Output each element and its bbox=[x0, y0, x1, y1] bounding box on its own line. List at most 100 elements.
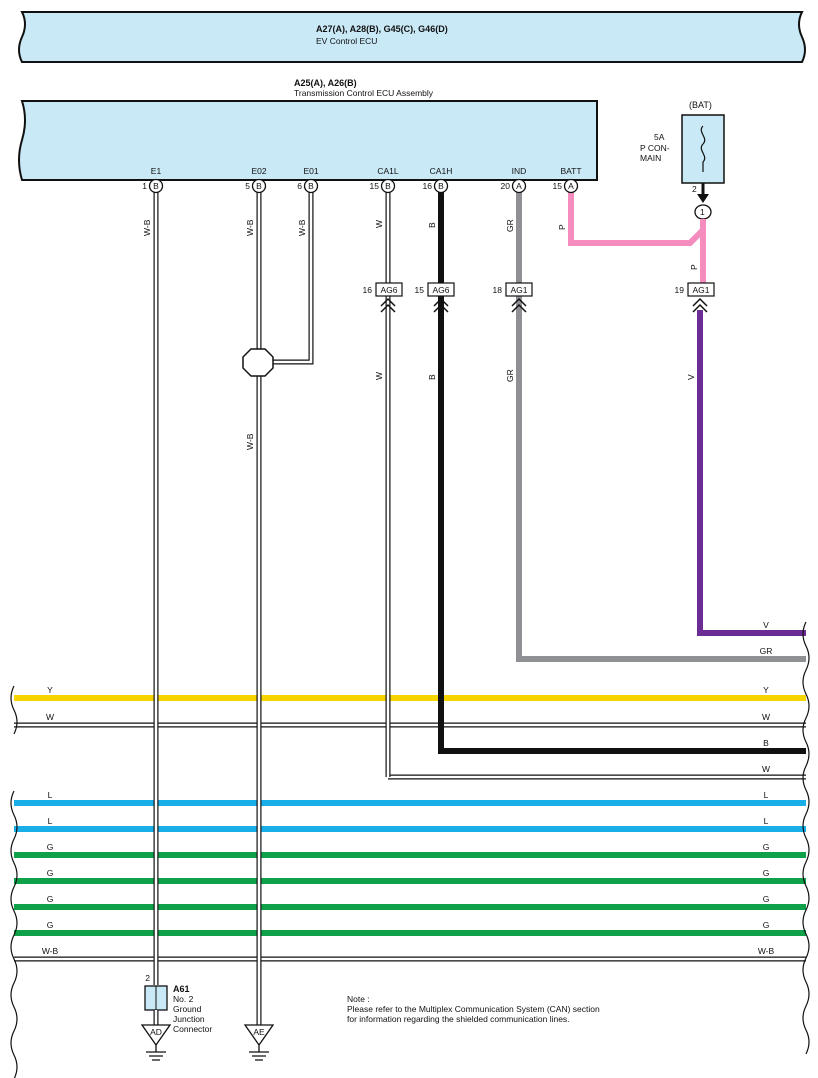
ground-ae-label: AE bbox=[253, 1027, 265, 1037]
terminal-conn-ca1l: B bbox=[385, 181, 391, 191]
terminal-name-e01: E01 bbox=[303, 166, 318, 176]
wire-label-fuse-out: P bbox=[689, 264, 699, 270]
bus-wires bbox=[14, 630, 806, 962]
inline-conn-ca1l-num: 16 bbox=[363, 285, 373, 295]
bus-label-l1: L bbox=[764, 790, 769, 800]
ev-ecu-codes: A27(A), A28(B), G45(C), G46(D) bbox=[316, 24, 448, 34]
connector-chevron-icon bbox=[380, 297, 396, 313]
wire-label-ca1h-lower: B bbox=[427, 374, 437, 380]
fuse-name-line1: P CON- bbox=[640, 143, 670, 153]
connector-chevron-icon bbox=[511, 297, 527, 313]
junction-line2: Ground bbox=[173, 1004, 202, 1014]
tcm-terminals: E1 E02 E01 CA1L CA1H IND BATT B B B B B … bbox=[142, 166, 582, 194]
ev-ecu-name: EV Control ECU bbox=[316, 36, 377, 46]
bus-label-wb: W-B bbox=[758, 946, 775, 956]
bus-label-g3: G bbox=[763, 894, 770, 904]
bus-left-label-w: W bbox=[46, 712, 54, 722]
terminal-name-e1: E1 bbox=[151, 166, 162, 176]
wire-label-e1: W-B bbox=[142, 219, 152, 236]
bus-left-label-l2: L bbox=[48, 816, 53, 826]
wire-label-ca1l-lower: W bbox=[374, 372, 384, 380]
vertical-wires bbox=[153, 192, 706, 1025]
inline-conn-ca1l-code: AG6 bbox=[380, 285, 397, 295]
bus-left-label-g2: G bbox=[47, 868, 54, 878]
inline-conn-ind-num: 18 bbox=[493, 285, 503, 295]
bus-label-g2: G bbox=[763, 868, 770, 878]
terminal-num-batt: 15 bbox=[553, 181, 563, 191]
bus-left-labels: Y W L L G G G G W-B bbox=[42, 685, 59, 956]
bus-left-label-g1: G bbox=[47, 842, 54, 852]
bus-label-b: B bbox=[763, 738, 769, 748]
terminal-num-ca1l: 15 bbox=[370, 181, 380, 191]
wire-label-batt: P bbox=[557, 224, 567, 230]
terminal-name-batt: BATT bbox=[560, 166, 581, 176]
tcm-codes: A25(A), A26(B) bbox=[294, 78, 357, 88]
wire-label-v: V bbox=[686, 374, 696, 380]
bus-right-labels: V GR Y W B W L L G G G G W-B bbox=[758, 620, 775, 956]
terminal-num-e01: 6 bbox=[297, 181, 302, 191]
terminal-name-ind: IND bbox=[512, 166, 527, 176]
terminal-num-ind: 20 bbox=[501, 181, 511, 191]
bus-label-w2: W bbox=[762, 764, 770, 774]
fuse-pin-out: 2 bbox=[692, 184, 697, 194]
junction-code: A61 bbox=[173, 984, 190, 994]
terminal-name-e02: E02 bbox=[251, 166, 266, 176]
bus-left-label-y: Y bbox=[47, 685, 53, 695]
terminal-name-ca1h: CA1H bbox=[430, 166, 453, 176]
wire-label-e02-lower: W-B bbox=[245, 433, 255, 450]
bus-left-label-wb: W-B bbox=[42, 946, 59, 956]
bus-label-v: V bbox=[763, 620, 769, 630]
terminal-conn-batt: A bbox=[568, 181, 574, 191]
bus-label-y: Y bbox=[763, 685, 769, 695]
ev-control-ecu: A27(A), A28(B), G45(C), G46(D) EV Contro… bbox=[18, 11, 806, 63]
ground-icon bbox=[249, 1045, 269, 1061]
wire-label-ca1h: B bbox=[427, 222, 437, 228]
wire-label-ind: GR bbox=[505, 219, 515, 232]
junction-pin: 2 bbox=[145, 973, 150, 983]
note-line1: Please refer to the Multiplex Communicat… bbox=[347, 1004, 600, 1014]
fuse-symbol-icon bbox=[700, 125, 706, 172]
bus-left-label-g4: G bbox=[47, 920, 54, 930]
bus-left-label-l1: L bbox=[48, 790, 53, 800]
bus-label-g4: G bbox=[763, 920, 770, 930]
terminal-conn-ca1h: B bbox=[438, 181, 444, 191]
inline-conn-ca1h-num: 15 bbox=[415, 285, 425, 295]
ground-ad: AD bbox=[140, 1024, 172, 1061]
wire-label-e02: W-B bbox=[245, 219, 255, 236]
junction-connector-a61: 2 A61 No. 2 Ground Junction Connector bbox=[144, 973, 212, 1034]
bus-label-gr: GR bbox=[760, 646, 773, 656]
ground-ae: AE bbox=[243, 1024, 275, 1061]
transmission-control-ecu: A25(A), A26(B) Transmission Control ECU … bbox=[18, 78, 598, 181]
terminal-num-e02: 5 bbox=[245, 181, 250, 191]
terminal-num-e1: 1 bbox=[142, 181, 147, 191]
wire-break-marks bbox=[10, 621, 810, 1078]
bus-left-label-g3: G bbox=[47, 894, 54, 904]
inline-conn-batt-num: 19 bbox=[675, 285, 685, 295]
wire-label-ind-lower: GR bbox=[505, 369, 515, 382]
wire-label-ca1l: W bbox=[374, 220, 384, 228]
inline-conn-ind-code: AG1 bbox=[510, 285, 527, 295]
ground-icon bbox=[146, 1045, 166, 1061]
note-line2: for information regarding the shielded c… bbox=[347, 1014, 570, 1024]
bus-label-l2: L bbox=[764, 816, 769, 826]
fuse-name-line2: MAIN bbox=[640, 153, 661, 163]
connector-chevron-icon bbox=[692, 297, 708, 313]
terminal-conn-e01: B bbox=[308, 181, 314, 191]
terminal-conn-e02: B bbox=[256, 181, 262, 191]
inline-conn-batt-code: AG1 bbox=[692, 285, 709, 295]
wire-label-e01: W-B bbox=[297, 219, 307, 236]
fuse-pin-in: 1 bbox=[700, 207, 705, 217]
fuse-amp: 5A bbox=[654, 132, 665, 142]
bus-label-w: W bbox=[762, 712, 770, 722]
connector-chevron-icon bbox=[433, 297, 449, 313]
terminal-name-ca1l: CA1L bbox=[377, 166, 399, 176]
note-title: Note : bbox=[347, 994, 370, 1004]
terminal-conn-e1: B bbox=[153, 181, 159, 191]
inline-conn-ca1h-code: AG6 bbox=[432, 285, 449, 295]
junction-line3: Junction bbox=[173, 1014, 205, 1024]
fuse-p-con-main: (BAT) 5A P CON- MAIN 2 1 bbox=[640, 100, 725, 220]
junction-line1: No. 2 bbox=[173, 994, 194, 1004]
ground-ad-label: AD bbox=[150, 1027, 162, 1037]
terminal-conn-ind: A bbox=[516, 181, 522, 191]
